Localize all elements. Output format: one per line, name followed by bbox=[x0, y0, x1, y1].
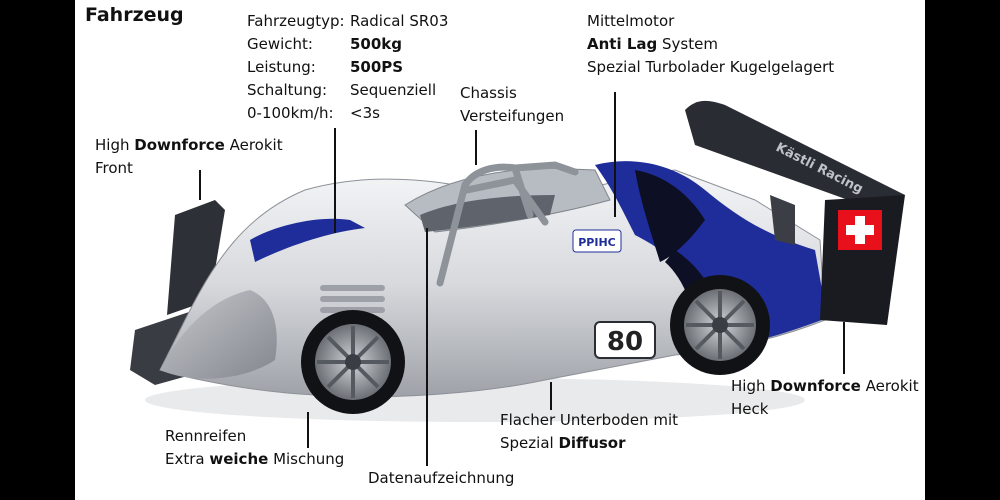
roll-cage bbox=[436, 161, 579, 287]
leader-line-data bbox=[426, 228, 428, 466]
annotation-rear-aero-line2: Heck bbox=[731, 400, 769, 418]
spec-value: 500kg bbox=[350, 35, 403, 53]
leader-line-tyres bbox=[307, 412, 309, 448]
annotation-front-aero: High Downforce Aerokit Front bbox=[95, 134, 283, 180]
spec-label: Leistung: bbox=[247, 58, 316, 76]
annotation-rear-aero-post: Aerokit bbox=[860, 377, 919, 395]
nose-shading bbox=[160, 290, 277, 379]
annotation-floor: Flacher Unterboden mit Spezial Diffusor bbox=[500, 409, 678, 455]
number-plate bbox=[594, 321, 656, 359]
spec-label: Fahrzeugtyp: bbox=[247, 12, 345, 30]
spec-value: <3s bbox=[350, 104, 380, 122]
leader-line-specs bbox=[334, 128, 336, 233]
annotation-engine-rest: System bbox=[657, 35, 718, 53]
annotation-data: Datenaufzeichnung bbox=[368, 467, 514, 490]
spec-label: Schaltung: bbox=[247, 81, 328, 99]
annotation-engine-bold: Anti Lag bbox=[587, 35, 658, 53]
annotation-front-aero-bold: Downforce bbox=[134, 136, 225, 154]
annotation-tyres-post: Mischung bbox=[268, 450, 345, 468]
spec-value: Radical SR03 bbox=[350, 12, 449, 30]
leader-line-engine bbox=[614, 92, 616, 217]
annotation-chassis-line1: Chassis bbox=[460, 84, 517, 102]
leader-line-front-aero bbox=[199, 170, 201, 200]
annotation-front-aero-post: Aerokit bbox=[224, 136, 283, 154]
rear-wheel bbox=[670, 275, 770, 375]
spec-value: 500PS bbox=[350, 58, 404, 76]
annotation-rear-aero-pre: High bbox=[731, 377, 771, 395]
race-number: 80 bbox=[607, 327, 643, 357]
annotation-chassis-line2: Versteifungen bbox=[460, 107, 565, 125]
annotation-front-aero-pre: High bbox=[95, 136, 135, 154]
swiss-flag-icon bbox=[838, 210, 882, 250]
annotation-engine-line1: Mittelmotor bbox=[587, 12, 675, 30]
spec-table: Fahrzeugtyp: Radical SR03 Gewicht: 500kg… bbox=[247, 10, 448, 125]
spec-label: 0-100km/h: bbox=[247, 104, 334, 122]
annotation-front-aero-line2: Front bbox=[95, 159, 133, 177]
annotation-rear-aero-bold: Downforce bbox=[770, 377, 861, 395]
annotation-engine: Mittelmotor Anti Lag System Spezial Turb… bbox=[587, 10, 834, 79]
livery-stripe-front bbox=[250, 218, 365, 262]
annotation-floor-bold: Diffusor bbox=[558, 434, 626, 452]
spec-label: Gewicht: bbox=[247, 35, 313, 53]
diagram-canvas: PPIHC 80 Kästli Racing bbox=[75, 0, 925, 500]
annotation-engine-line2: Anti Lag System bbox=[587, 33, 834, 56]
annotation-data-line1: Datenaufzeichnung bbox=[368, 469, 515, 487]
leader-line-chassis bbox=[475, 130, 477, 165]
front-wheel bbox=[301, 310, 405, 414]
annotation-tyres-line1: Rennreifen bbox=[165, 427, 247, 445]
race-car-illustration: PPIHC 80 Kästli Racing bbox=[130, 100, 905, 422]
sponsor-logo-text: PPIHC bbox=[578, 236, 616, 249]
sponsor-logo-plate bbox=[572, 229, 622, 253]
livery-rear-dark bbox=[635, 170, 705, 262]
annotation-engine-line3: Spezial Turbolader Kugelgelagert bbox=[587, 58, 835, 76]
annotation-tyres-bold: weiche bbox=[209, 450, 269, 468]
annotation-rear-aero: High Downforce Aerokit Heck bbox=[731, 375, 919, 421]
annotation-tyres-pre: Extra bbox=[165, 450, 210, 468]
annotation-floor-pre: Spezial bbox=[500, 434, 559, 452]
annotation-tyres: Rennreifen Extra weiche Mischung bbox=[165, 425, 344, 471]
annotation-floor-line1: Flacher Unterboden mit bbox=[500, 411, 679, 429]
annotation-chassis: Chassis Versteifungen bbox=[460, 82, 564, 128]
leader-line-rear-aero bbox=[843, 322, 845, 374]
leader-line-floor bbox=[550, 382, 552, 410]
page-title: Fahrzeug bbox=[85, 4, 184, 26]
spec-value: Sequenziell bbox=[350, 81, 437, 99]
